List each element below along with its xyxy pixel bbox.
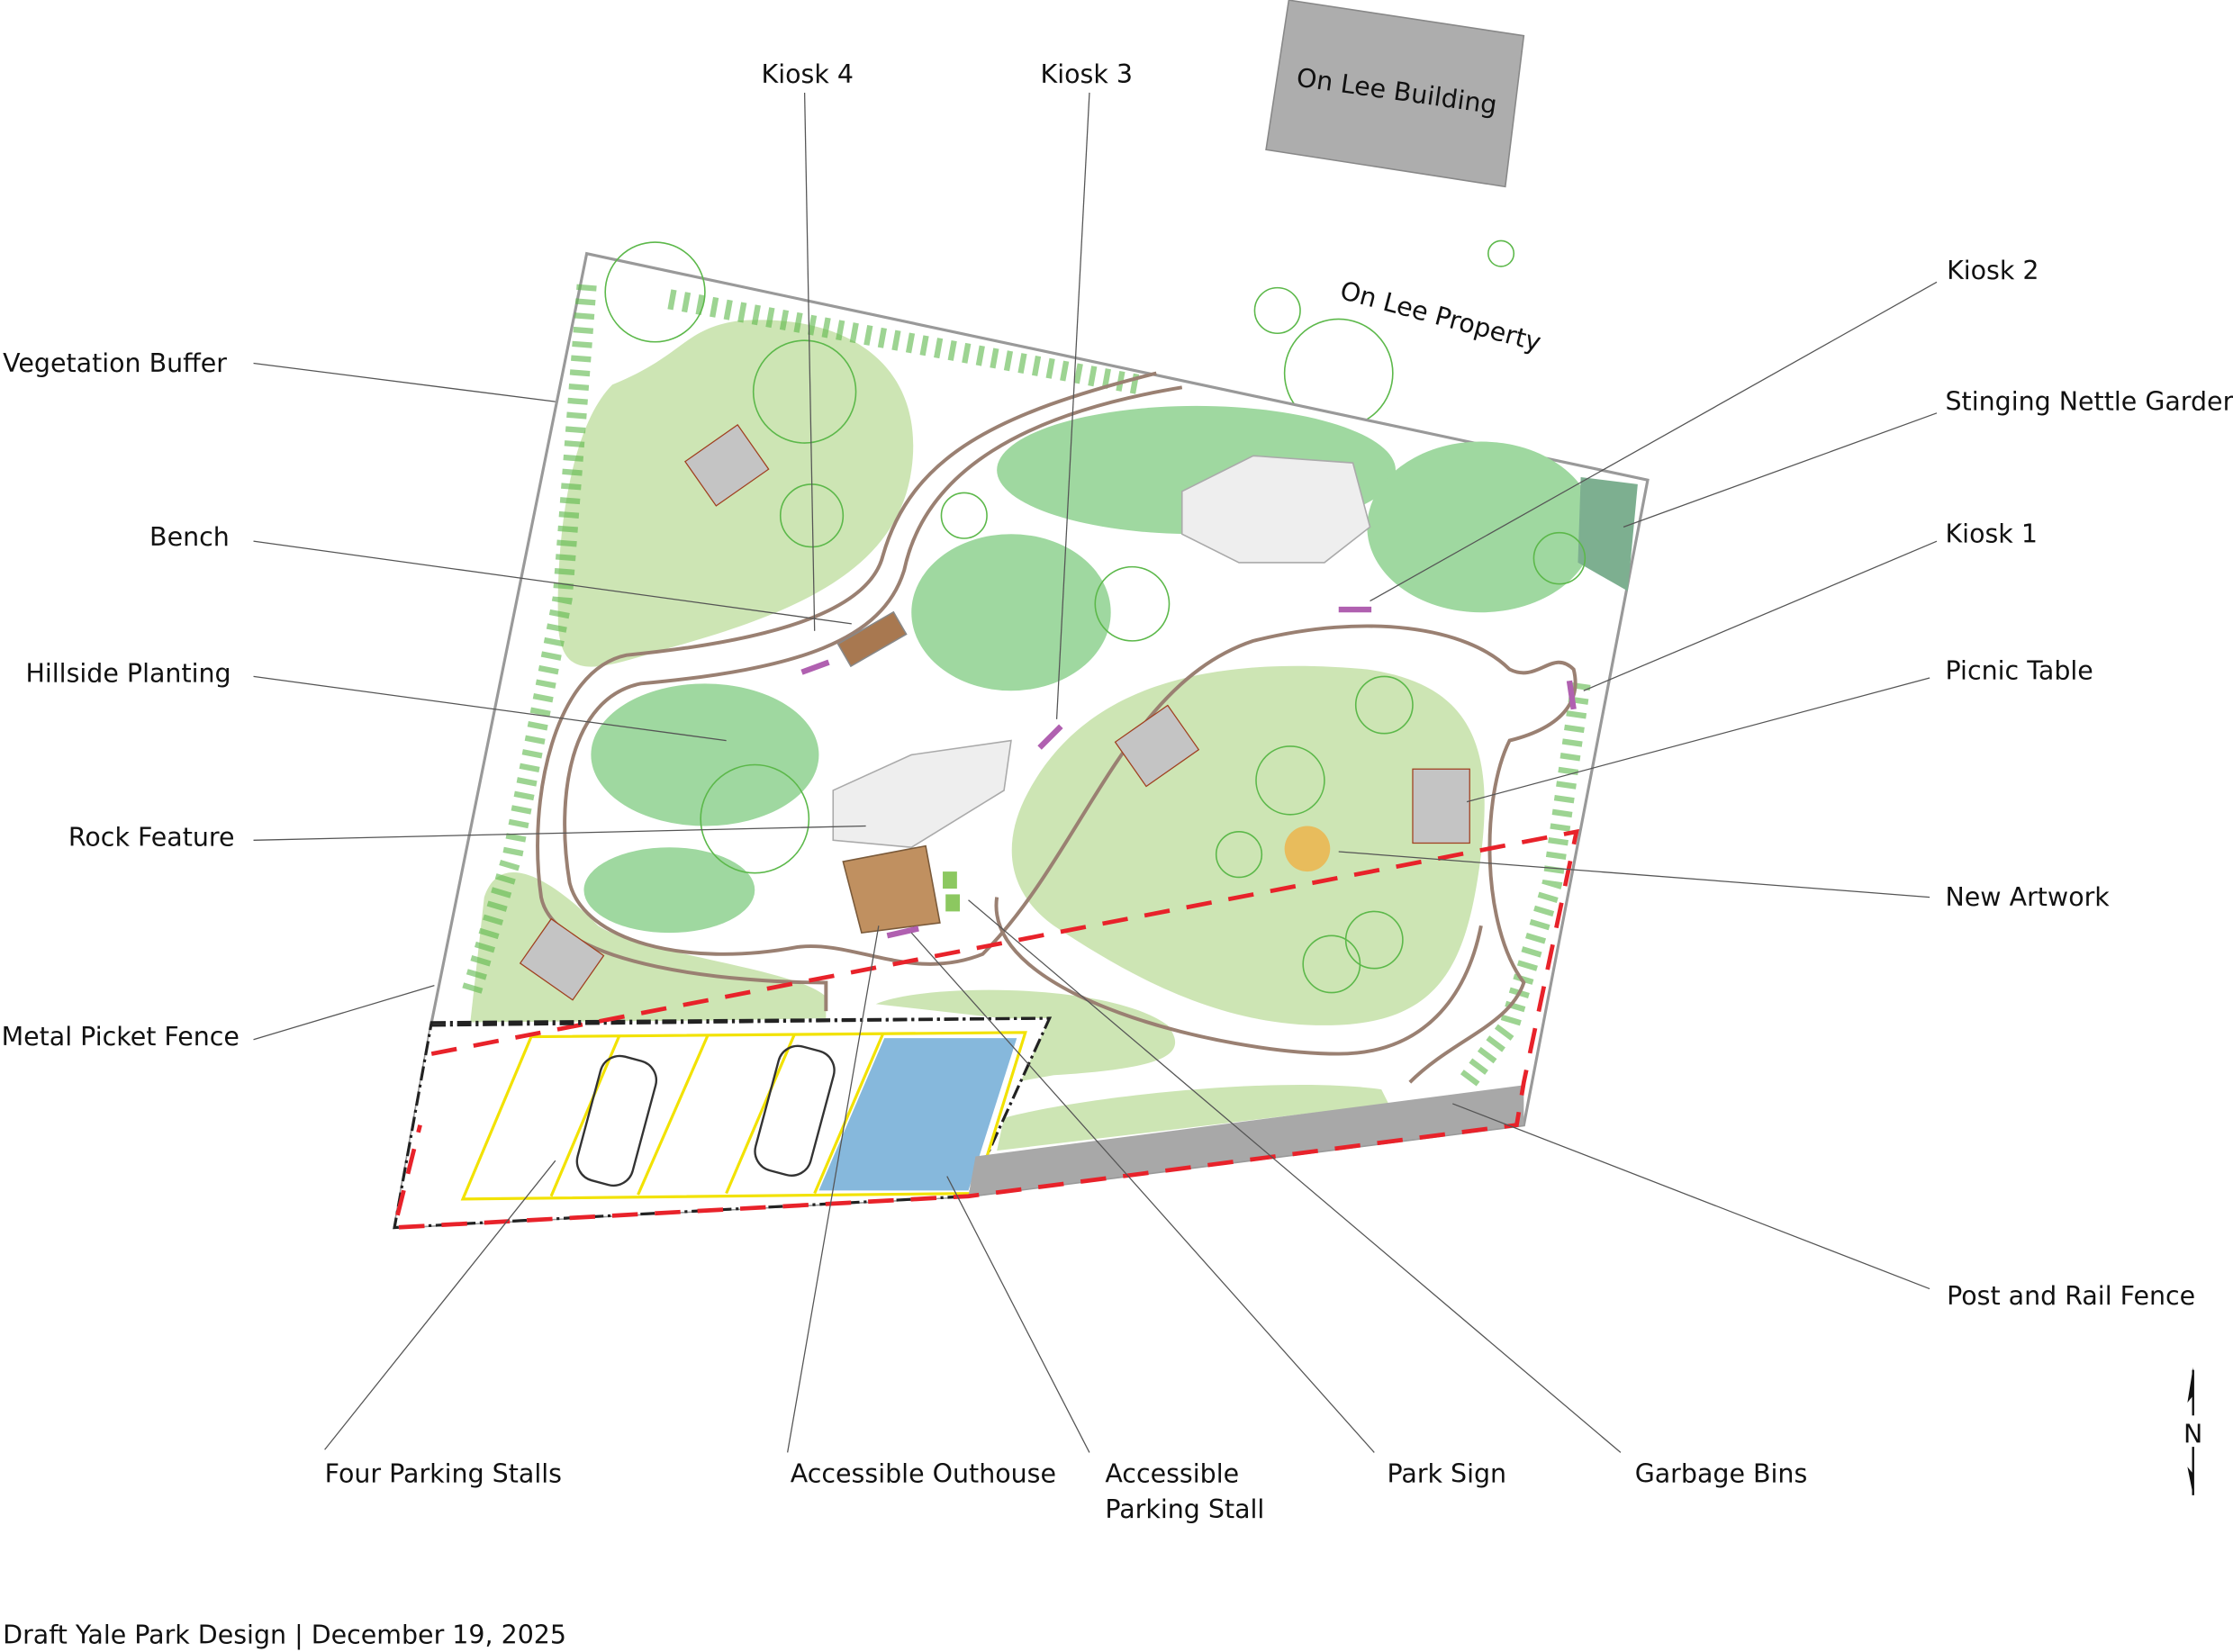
footer-caption: Draft Yale Park Design | December 19, 20… xyxy=(3,1620,566,1649)
label-accessible-parking-1: Accessible xyxy=(1105,1459,1239,1489)
label-hillside-planting: Hillside Planting xyxy=(25,659,231,689)
accessible-outhouse xyxy=(842,844,941,934)
walking-paths xyxy=(536,371,1578,1084)
park-sign xyxy=(886,925,919,939)
label-stinging-nettle: Stinging Nettle Garden xyxy=(1946,387,2233,417)
label-post-rail-fence: Post and Rail Fence xyxy=(1947,1281,2195,1311)
label-four-parking-stalls: Four Parking Stalls xyxy=(325,1459,562,1489)
vegetation-buffer xyxy=(460,241,1591,1088)
hillside-planting xyxy=(583,405,1596,934)
post-and-rail-fence xyxy=(392,828,1579,1231)
label-kiosk-3: Kiosk 3 xyxy=(1041,59,1133,89)
on-lee-building: On Lee Building xyxy=(1265,0,1525,188)
new-artwork xyxy=(1284,826,1331,872)
car xyxy=(575,1054,658,1187)
label-accessible-outhouse: Accessible Outhouse xyxy=(791,1459,1056,1489)
label-vegetation-buffer: Vegetation Buffer xyxy=(3,348,227,378)
accessible-parking-stall xyxy=(818,1038,1017,1191)
label-accessible-parking-2: Parking Stall xyxy=(1105,1494,1264,1524)
picnic-tables xyxy=(519,423,1470,1001)
leader-lines xyxy=(253,92,1938,1453)
kiosks xyxy=(800,606,1577,750)
label-picnic-table: Picnic Table xyxy=(1946,656,2093,686)
label-kiosk-2: Kiosk 2 xyxy=(1947,256,2039,285)
metal-picket-fence xyxy=(431,1016,1050,1027)
parking-lot xyxy=(393,1016,1524,1230)
label-kiosk-4: Kiosk 4 xyxy=(762,59,854,89)
label-kiosk-1: Kiosk 1 xyxy=(1946,519,2038,549)
label-rock-feature: Rock Feature xyxy=(68,823,235,853)
label-new-artwork: New Artwork xyxy=(1946,882,2111,912)
bench xyxy=(836,610,908,668)
road-strip xyxy=(968,1085,1524,1196)
north-arrow-icon: N xyxy=(2178,1367,2208,1495)
north-letter: N xyxy=(2183,1419,2202,1449)
label-park-sign: Park Sign xyxy=(1388,1459,1507,1489)
label-metal-picket-fence: Metal Picket Fence xyxy=(2,1022,240,1052)
rock-features xyxy=(832,455,1371,849)
on-lee-property-label: On Lee Property xyxy=(1337,275,1544,357)
car xyxy=(754,1044,836,1177)
garbage-bins xyxy=(943,871,961,912)
stinging-nettle-garden xyxy=(1578,477,1638,591)
label-bench: Bench xyxy=(149,522,230,552)
label-garbage-bins: Garbage Bins xyxy=(1635,1459,1808,1489)
